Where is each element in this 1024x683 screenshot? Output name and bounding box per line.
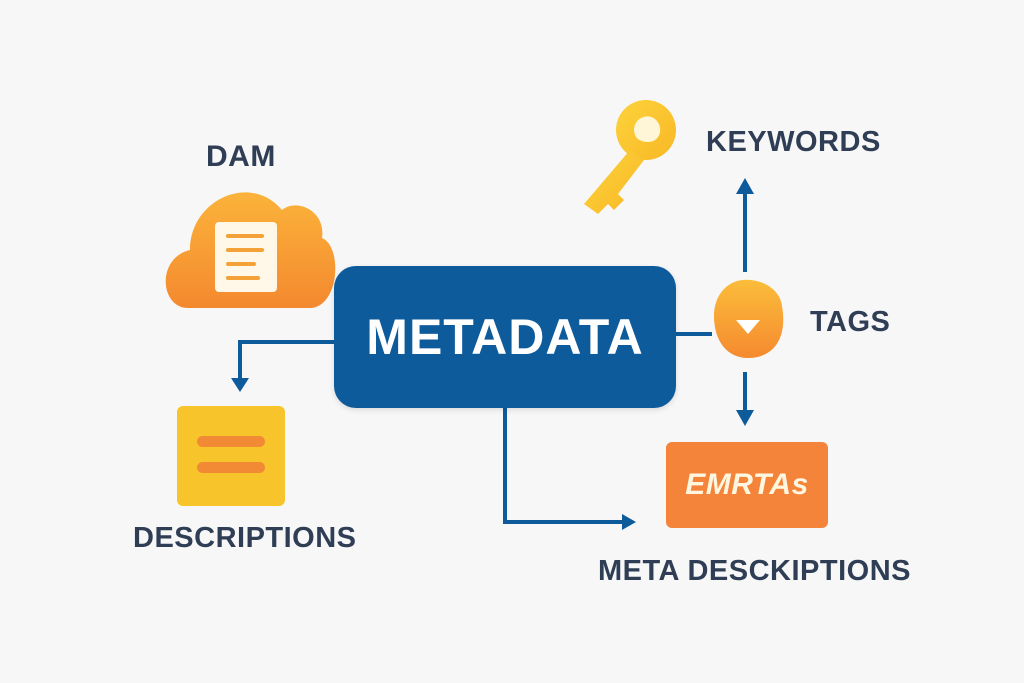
text-lines-icon [177, 406, 285, 506]
tags-label: TAGS [810, 306, 891, 338]
keywords-label: KEYWORDS [706, 126, 881, 158]
cloud-document-icon [165, 192, 336, 308]
metadata-label: METADATA [366, 309, 644, 365]
key-icon [584, 100, 676, 214]
meta-descriptions-box: EMRTAs [666, 442, 828, 528]
connector-to-meta-descriptions [503, 408, 636, 530]
metadata-node: METADATA [334, 266, 676, 408]
connector-to-descriptions [231, 340, 334, 392]
text-line [197, 436, 265, 447]
connector-tags-to-meta [736, 372, 754, 426]
dam-label: DAM [206, 140, 276, 173]
text-line [197, 462, 265, 473]
tag-icon [714, 279, 784, 358]
connector-to-keywords [736, 178, 754, 272]
meta-descriptions-label: META DESCKIPTIONS [598, 555, 912, 587]
meta-box-text: EMRTAs [685, 468, 809, 501]
descriptions-label: DESCRIPTIONS [133, 522, 357, 554]
